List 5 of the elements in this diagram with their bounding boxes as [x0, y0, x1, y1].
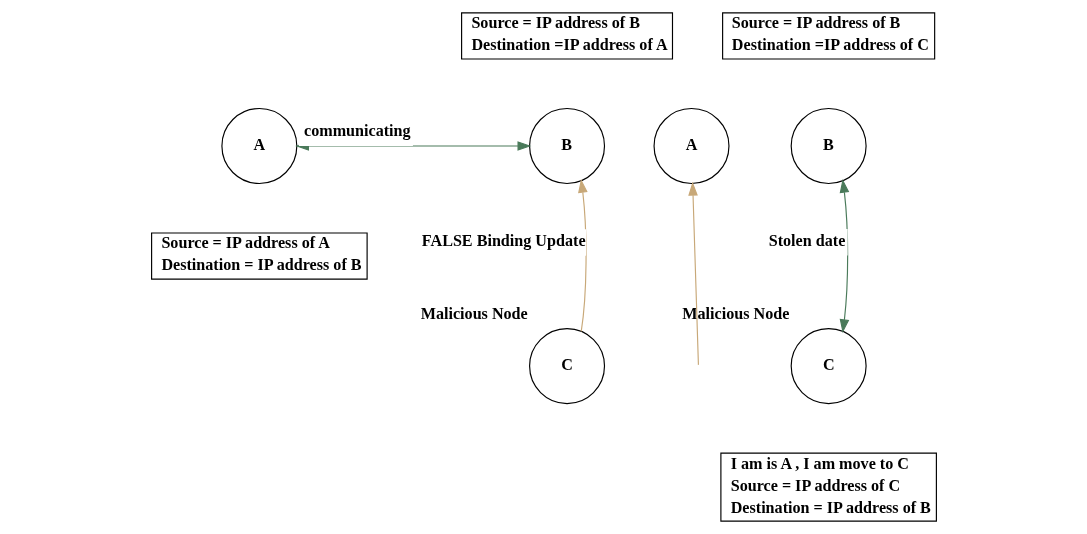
edge-label: communicating	[303, 122, 411, 140]
edge-label: Stolen date	[768, 232, 845, 250]
node-label: Malicious Node	[420, 305, 528, 323]
node-label: Malicious Node	[681, 305, 789, 323]
edge-label: FALSE Binding Update	[421, 232, 586, 250]
